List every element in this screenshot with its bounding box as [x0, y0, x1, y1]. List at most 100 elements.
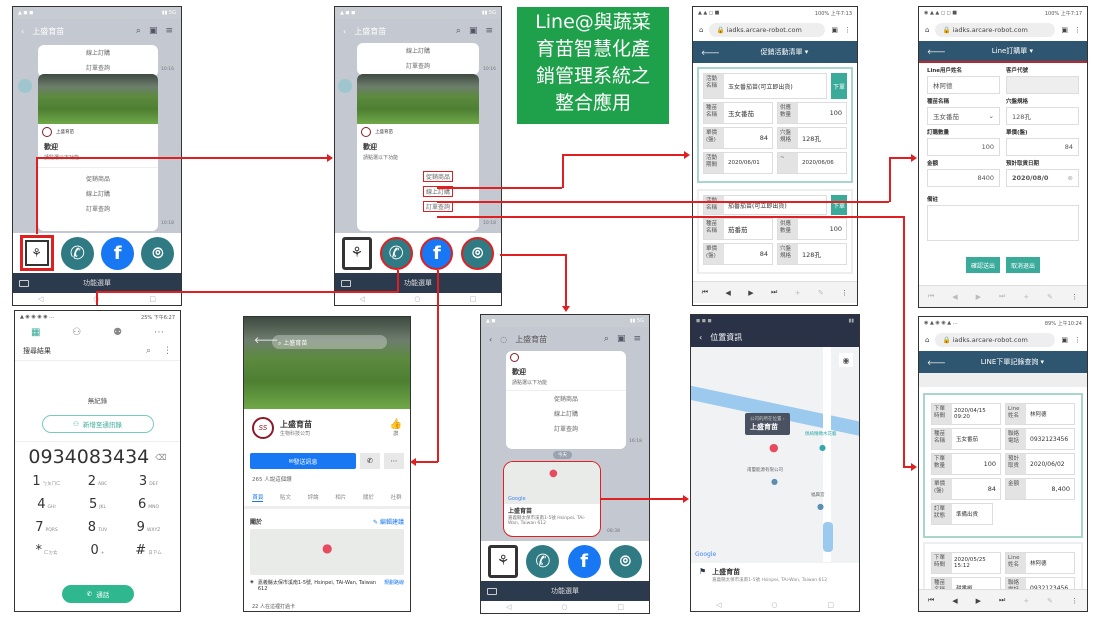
quantity-input[interactable]: 100 — [927, 138, 1000, 156]
more-icon[interactable]: ⋮ — [841, 288, 849, 297]
back-arrow-icon[interactable]: 🡐 — [927, 47, 946, 56]
home-nav-icon[interactable]: ○ — [771, 601, 778, 609]
add-contact-button[interactable]: ⚇新增至通訊錄 — [41, 415, 154, 433]
location-pin-icon[interactable]: ⌾ — [608, 544, 642, 578]
menu-promo[interactable]: 促銷商品 — [85, 176, 110, 183]
search-icon[interactable]: ⌕ — [135, 26, 141, 36]
tab-home[interactable]: 首頁 — [252, 495, 264, 502]
map-preview[interactable]: ● — [250, 529, 404, 575]
send-message-button[interactable]: ✉ 發送訊息 — [250, 453, 356, 469]
place-card[interactable]: ⚑ 上盛育苗 嘉義縣太保市溪南1-5號 Hsinpei, TAi-Wan, Ta… — [691, 563, 859, 599]
notes-icon[interactable]: ▣ — [468, 26, 478, 36]
clipboard-plant-icon[interactable]: ⚘ — [341, 236, 372, 270]
facebook-icon[interactable]: f — [567, 544, 601, 578]
edit-record-icon[interactable]: ✎ — [1047, 292, 1053, 301]
cancel-button[interactable]: 取消退出 — [1006, 257, 1040, 273]
map-view[interactable]: ◉ 公司的所在位置 › 上盛育苗 ● 佩綺精緻木花藝 ● 甫璽能源有限公司 ● … — [691, 347, 859, 562]
locate-me-button[interactable]: ◉ — [839, 353, 853, 367]
recents-nav-icon[interactable]: □ — [149, 295, 156, 303]
tab-community[interactable]: 社群 — [390, 495, 402, 501]
back-icon[interactable]: ‹ — [699, 332, 703, 342]
back-arrow-icon[interactable]: 🡐 — [701, 48, 720, 57]
directions-link[interactable]: 規劃路線 — [383, 580, 404, 586]
more-icon[interactable]: ⋮ — [1070, 596, 1078, 605]
place-tooltip[interactable]: 公司的所在位置 › 上盛育苗 — [745, 413, 790, 435]
customer-code-input[interactable] — [1006, 76, 1079, 94]
tab-reviews[interactable]: 評論 — [307, 495, 319, 501]
dial-key[interactable]: #ㄖㄗㄙ — [123, 543, 174, 558]
home-nav-icon[interactable]: ○ — [561, 603, 568, 611]
notes-icon[interactable]: ▣ — [148, 26, 158, 36]
notes-icon[interactable]: ▣ — [616, 334, 626, 344]
phone-icon[interactable]: ✆ — [379, 236, 413, 270]
more-icon[interactable]: ⋮ — [1070, 292, 1078, 301]
last-record-icon[interactable]: ⏭ — [998, 596, 1006, 604]
contacts-tab-icon[interactable]: ⚇ — [72, 327, 82, 338]
dialpad-tab-icon[interactable]: ▦ — [30, 327, 41, 338]
menu-order-query[interactable]: 訂單查詢 — [405, 63, 430, 70]
more-icon[interactable]: ⋮ — [844, 26, 851, 34]
url-bar[interactable]: 🔒 iadks.arcare-robot.com — [935, 333, 1056, 347]
dial-key[interactable]: *ㄈㄉㄊ — [21, 543, 72, 558]
home-nav-icon[interactable]: ○ — [414, 295, 421, 303]
more-icon[interactable]: ⋮ — [163, 346, 172, 356]
url-bar[interactable]: 🔒 iadks.arcare-robot.com — [709, 23, 826, 37]
confirm-button[interactable]: 確認送出 — [966, 257, 1000, 273]
last-record-icon[interactable]: ⏭ — [998, 292, 1006, 300]
price-input[interactable]: 84 — [1006, 138, 1079, 156]
back-icon[interactable]: ‹ — [21, 26, 25, 36]
tab-about[interactable]: 關於 — [362, 495, 374, 501]
back-icon[interactable]: ‹ — [489, 334, 493, 344]
first-record-icon[interactable]: ⏮ — [927, 596, 935, 604]
add-record-icon[interactable]: + — [1023, 292, 1030, 301]
note-textarea[interactable] — [927, 205, 1079, 241]
prev-record-icon[interactable]: ◀ — [952, 596, 958, 605]
menu-online-order[interactable]: 線上訂購 — [422, 186, 453, 197]
amount-input[interactable]: 8400 — [927, 169, 1000, 187]
next-record-icon[interactable]: ▶ — [975, 596, 982, 605]
more-button[interactable]: ⋯ — [384, 453, 404, 469]
order-button[interactable]: 下單 — [831, 73, 847, 99]
menu-order-query[interactable]: 訂單查詢 — [553, 426, 578, 433]
phone-icon[interactable]: ✆ — [60, 236, 94, 270]
prev-record-icon[interactable]: ◀ — [952, 292, 958, 301]
back-arrow-icon[interactable]: 🡐 — [254, 336, 279, 346]
next-record-icon[interactable]: ▶ — [975, 292, 982, 301]
add-record-icon[interactable]: + — [1023, 596, 1030, 605]
back-nav-icon[interactable]: ◁ — [505, 603, 512, 611]
rich-menu-toggle[interactable]: 功能選單 — [13, 273, 181, 293]
keyboard-icon[interactable] — [487, 587, 497, 595]
tabs-icon[interactable]: ▣ — [1061, 336, 1068, 344]
more-tabs-icon[interactable]: ⋯ — [154, 327, 164, 338]
location-pin-icon[interactable]: ⌾ — [461, 236, 495, 270]
order-button[interactable]: 下單 — [831, 195, 847, 215]
groups-tab-icon[interactable]: ⚉ — [113, 327, 123, 338]
fb-search-bar[interactable]: ⌕ 上盛育苗 — [272, 335, 387, 349]
facebook-icon[interactable]: f — [101, 236, 135, 270]
menu-order-query[interactable]: 訂單查詢 — [85, 206, 110, 213]
menu-online-order[interactable]: 線上訂購 — [553, 411, 578, 418]
rich-menu-toggle[interactable]: 功能選單 — [481, 581, 649, 601]
add-record-icon[interactable]: + — [794, 288, 801, 297]
back-arrow-icon[interactable]: 🡐 — [927, 358, 946, 367]
search-icon[interactable]: ⌕ — [455, 26, 461, 36]
back-nav-icon[interactable]: ◁ — [37, 295, 44, 303]
next-record-icon[interactable]: ▶ — [748, 288, 754, 297]
back-icon[interactable]: ‹ — [343, 26, 347, 36]
search-icon[interactable]: ⌕ — [145, 346, 151, 356]
keyboard-icon[interactable] — [19, 279, 29, 287]
facebook-icon[interactable]: f — [420, 236, 454, 270]
recents-nav-icon[interactable]: □ — [827, 601, 834, 609]
prev-record-icon[interactable]: ◀ — [725, 288, 731, 297]
url-bar[interactable]: 🔒 iadks.arcare-robot.com — [935, 23, 1056, 37]
more-icon[interactable]: ⋮ — [1074, 336, 1081, 344]
home-icon[interactable]: ⌂ — [925, 336, 930, 344]
